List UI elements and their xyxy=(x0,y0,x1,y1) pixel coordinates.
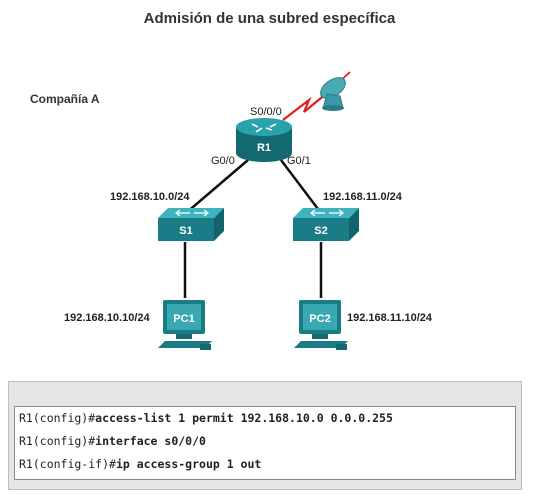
command-line-3: R1(config-if)#ip access-group 1 out xyxy=(19,457,261,471)
pc2-icon: PC2 xyxy=(294,300,348,350)
command-line-2: R1(config)#interface s0/0/0 xyxy=(19,434,206,448)
diagram-title: Admisión de una subred específica xyxy=(143,10,396,27)
interface-g01-label: G0/1 xyxy=(287,155,311,167)
link-r1-s2 xyxy=(280,159,322,214)
switch-s1-label: S1 xyxy=(179,225,192,237)
command-prompt: R1(config)# xyxy=(19,411,96,425)
pc2-label: PC2 xyxy=(309,313,330,325)
network-right-label: 192.168.11.0/24 xyxy=(323,191,402,203)
serial-link xyxy=(282,87,334,121)
pc2-ip-label: 192.168.11.10/24 xyxy=(347,312,433,324)
company-label: Compañía A xyxy=(30,92,100,106)
topology-diagram: R1 S1 S2 PC1 PC2 xyxy=(158,71,359,350)
link-r1-s1 xyxy=(185,159,249,214)
router-r1-icon: R1 xyxy=(236,118,292,162)
switch-s1-icon: S1 xyxy=(158,208,224,241)
wan-dish-icon xyxy=(320,77,346,111)
command-line-1: R1(config)#access-list 1 permit 192.168.… xyxy=(19,411,393,425)
command-text: interface s0/0/0 xyxy=(95,434,206,448)
switch-s2-label: S2 xyxy=(314,225,327,237)
interface-g00-label: G0/0 xyxy=(211,155,235,167)
command-listing: R1(config)#access-list 1 permit 192.168.… xyxy=(14,406,516,480)
switch-s2-icon: S2 xyxy=(293,208,359,241)
command-text: access-list 1 permit 192.168.10.0 0.0.0.… xyxy=(95,411,393,425)
pc1-label: PC1 xyxy=(173,313,194,325)
command-text: ip access-group 1 out xyxy=(115,457,262,471)
router-r1-label: R1 xyxy=(257,142,271,154)
pc1-icon: PC1 xyxy=(158,300,212,350)
command-prompt: R1(config-if)# xyxy=(19,457,116,471)
interface-s000-label: S0/0/0 xyxy=(250,106,282,118)
command-prompt: R1(config)# xyxy=(19,434,96,448)
pc1-ip-label: 192.168.10.10/24 xyxy=(64,312,150,324)
command-panel: R1(config)#access-list 1 permit 192.168.… xyxy=(8,381,522,490)
network-left-label: 192.168.10.0/24 xyxy=(110,191,190,203)
